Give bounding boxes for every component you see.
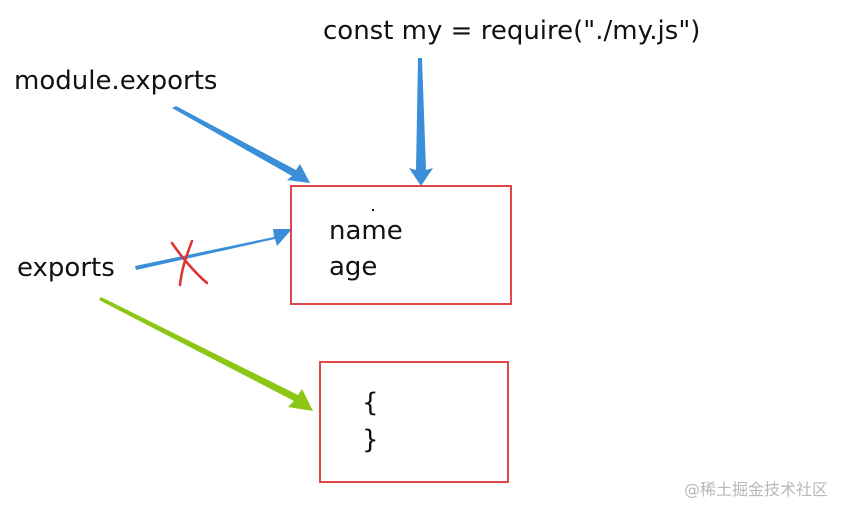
- stray-dot: [372, 209, 374, 211]
- open-brace: {: [362, 388, 379, 418]
- exports-new-arrow: [99, 297, 313, 411]
- exports-old-arrow: [135, 229, 292, 270]
- empty-object-box: { }: [319, 361, 509, 483]
- module-exports-object-box: name age: [290, 185, 512, 305]
- watermark: @稀土掘金技术社区: [683, 480, 828, 499]
- module-exports-arrow: [172, 106, 310, 183]
- cross-mark: [170, 239, 209, 287]
- require-arrow: [409, 58, 433, 186]
- exports-label: exports: [17, 253, 115, 283]
- close-brace: }: [362, 425, 379, 455]
- require-statement-label: const my = require("./my.js"): [323, 16, 701, 46]
- field-name: name: [329, 216, 403, 246]
- module-exports-label: module.exports: [14, 66, 218, 96]
- field-age: age: [329, 252, 378, 282]
